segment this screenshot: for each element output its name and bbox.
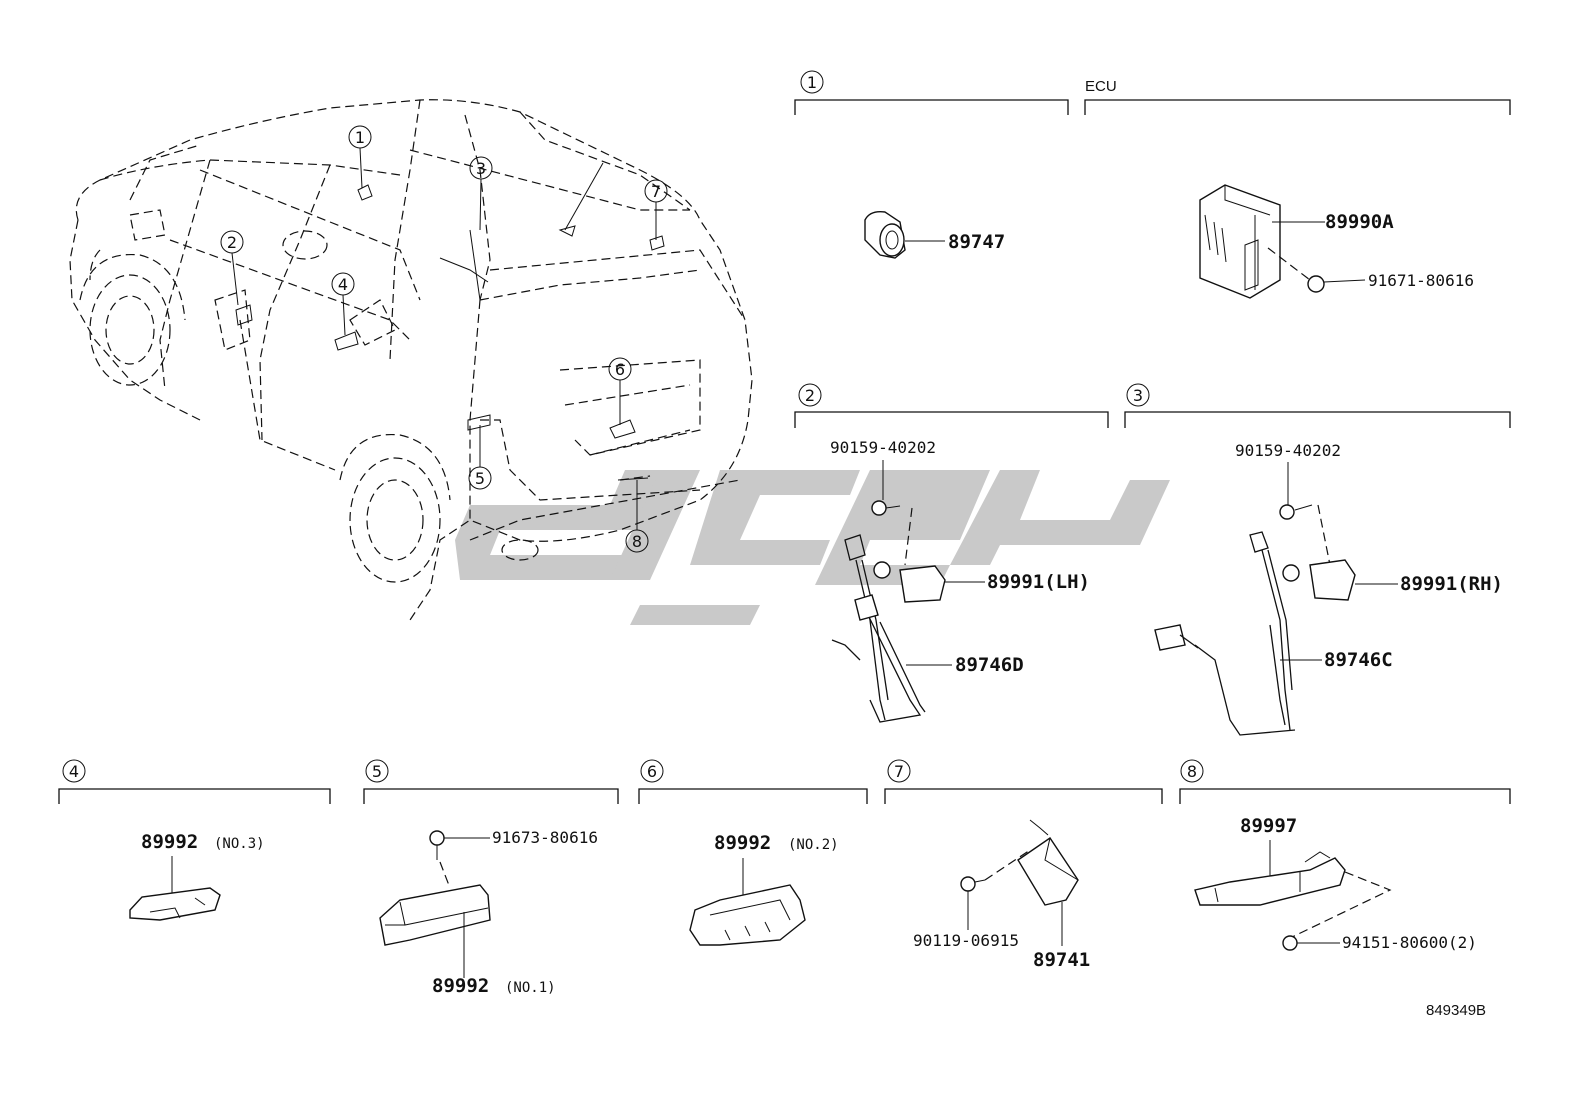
label-89741: 89741 (1033, 949, 1090, 971)
part-group-3: 90159-40202 89991(RH) 89746C (1154, 441, 1503, 736)
label-89747: 89747 (948, 231, 1005, 253)
car-callout-3: 3 (476, 159, 486, 178)
car-callout-4: 4 (338, 275, 348, 294)
label-90159-40202-lh: 90159-40202 (830, 438, 936, 457)
part-group-6: 89992 (NO.2) (689, 832, 839, 946)
part-group-2: 90159-40202 89991(LH) 89746D (830, 438, 1090, 723)
car-callout-7: 7 (651, 182, 661, 201)
label-89746D: 89746D (955, 654, 1024, 676)
label-89992-no1: 89992 (432, 975, 489, 997)
label-89997: 89997 (1240, 815, 1297, 837)
section-3-number: 3 (1133, 386, 1143, 405)
part-group-5: 91673-80616 89992 (NO.1) (379, 828, 598, 997)
diagram-id: 849349B (1426, 1002, 1486, 1019)
label-89992-no2: 89992 (714, 832, 771, 854)
label-89992-no3: 89992 (141, 831, 198, 853)
label-90159-40202-rh: 90159-40202 (1235, 441, 1341, 460)
label-90119-06915: 90119-06915 (913, 931, 1019, 950)
watermark-logo (455, 470, 1170, 625)
ecu-label: ECU (1085, 78, 1117, 95)
part-group-8: 89997 94151-80600(2) (1194, 815, 1477, 952)
note-no2: (NO.2) (788, 837, 839, 853)
vehicle-callouts: 1 2 3 4 5 6 7 8 (220, 125, 668, 553)
note-no3: (NO.3) (214, 836, 265, 852)
section-7-number: 7 (894, 762, 904, 781)
section-5-number: 5 (372, 762, 382, 781)
car-callout-5: 5 (475, 469, 485, 488)
section-1-number: 1 (807, 73, 817, 92)
part-group-4: 89992 (NO.3) (129, 831, 265, 921)
section-6-number: 6 (647, 762, 657, 781)
part-89747: 89747 (864, 210, 1005, 259)
car-callout-1: 1 (355, 128, 365, 147)
label-91671-80616: 91671-80616 (1368, 271, 1474, 290)
section-2-number: 2 (805, 386, 815, 405)
note-no1: (NO.1) (505, 980, 556, 996)
label-89991-rh: 89991(RH) (1400, 573, 1503, 595)
label-89746C: 89746C (1324, 649, 1393, 671)
part-89990A: 89990A 91671-80616 (1199, 184, 1474, 299)
vehicle-overview (69, 99, 753, 621)
car-callout-8: 8 (632, 532, 642, 551)
section-4-number: 4 (69, 762, 79, 781)
car-callout-2: 2 (227, 233, 237, 252)
label-89990A: 89990A (1325, 211, 1394, 233)
car-callout-6: 6 (615, 360, 625, 379)
part-group-7: 90119-06915 89741 (913, 819, 1090, 971)
section-8-number: 8 (1187, 762, 1197, 781)
label-89991-lh: 89991(LH) (987, 571, 1090, 593)
label-94151-80600: 94151-80600(2) (1342, 933, 1477, 952)
label-91673-80616: 91673-80616 (492, 828, 598, 847)
section-brackets: 1 ECU 2 3 4 5 6 7 8 (58, 70, 1511, 804)
